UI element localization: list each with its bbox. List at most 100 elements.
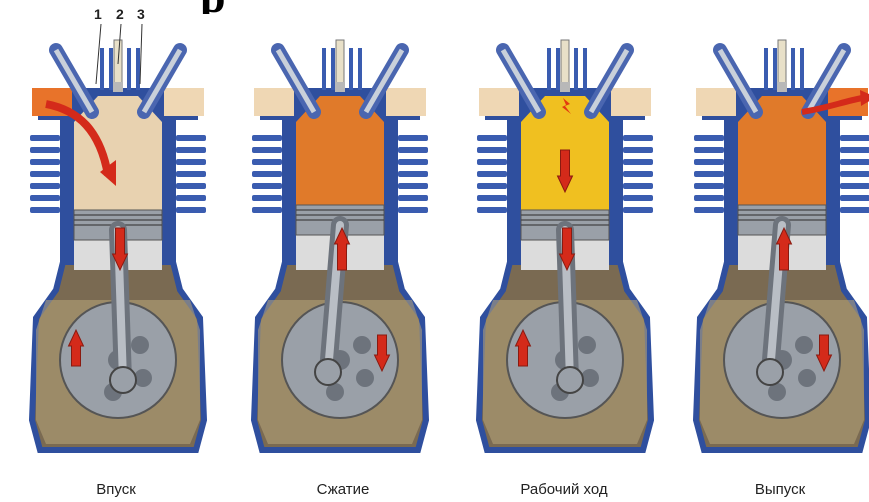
cooling-fin-left (252, 147, 282, 153)
crank-pin (557, 367, 583, 393)
intake-port (479, 88, 519, 116)
intake-port (254, 88, 294, 116)
engine-panel-1 (30, 40, 206, 450)
cooling-fin-right (398, 207, 428, 213)
cooling-fin-right (398, 195, 428, 201)
cooling-fin-left (252, 183, 282, 189)
cooling-fin-right (623, 195, 653, 201)
crank-counterweight-hole (798, 369, 816, 387)
cooling-fin-right (398, 159, 428, 165)
cooling-fin-left (477, 171, 507, 177)
head-fin (331, 48, 335, 90)
intake-port (696, 88, 736, 116)
cooling-fin-right (623, 147, 653, 153)
cooling-fin-right (623, 159, 653, 165)
cooling-fin-right (398, 171, 428, 177)
cooling-fin-left (30, 159, 60, 165)
crank-counterweight-hole (131, 336, 149, 354)
cooling-fin-left (30, 207, 60, 213)
cooling-fin-right (398, 135, 428, 141)
cooling-fin-left (694, 171, 724, 177)
caption-compression: Сжатие (317, 481, 370, 498)
cooling-fin-right (840, 195, 869, 201)
cooling-fin-right (176, 183, 206, 189)
exhaust-port (611, 88, 651, 116)
cooling-fin-right (398, 183, 428, 189)
head-fin (349, 48, 353, 90)
spark-plug-base (777, 82, 787, 92)
cooling-fin-right (176, 195, 206, 201)
spark-plug-base (113, 82, 123, 92)
head-fin (791, 48, 795, 90)
engine-panel-3 (477, 40, 653, 450)
cooling-fin-left (252, 171, 282, 177)
cooling-fin-right (176, 207, 206, 213)
head-fin (800, 48, 804, 90)
crank-pin (315, 359, 341, 385)
cooling-fin-right (840, 183, 869, 189)
engine-panel-2 (252, 40, 428, 450)
cooling-fin-left (30, 183, 60, 189)
cooling-fin-left (252, 195, 282, 201)
head-fin (136, 48, 140, 90)
caption-exhaust: Выпуск (755, 481, 805, 498)
cooling-fin-right (176, 135, 206, 141)
crank-counterweight-hole (353, 336, 371, 354)
cooling-fin-right (840, 147, 869, 153)
cooling-fin-left (252, 207, 282, 213)
cooling-fin-right (398, 147, 428, 153)
engine-panel-4 (694, 40, 869, 450)
cooling-fin-left (477, 195, 507, 201)
cooling-fin-left (477, 207, 507, 213)
cooling-fin-left (477, 135, 507, 141)
crank-counterweight-hole (578, 336, 596, 354)
spark-plug-base (560, 82, 570, 92)
head-fin (322, 48, 326, 90)
head-fin (109, 48, 113, 90)
crank-pin (110, 367, 136, 393)
crank-counterweight-hole (356, 369, 374, 387)
cooling-fin-left (694, 159, 724, 165)
cooling-fin-left (477, 147, 507, 153)
exhaust-port (386, 88, 426, 116)
cooling-fin-left (30, 171, 60, 177)
combustion-chamber (738, 120, 826, 205)
head-fin (358, 48, 362, 90)
cooling-fin-right (176, 147, 206, 153)
cooling-fin-left (30, 195, 60, 201)
cooling-fin-right (176, 171, 206, 177)
cooling-fin-right (623, 171, 653, 177)
cooling-fin-right (840, 159, 869, 165)
crank-counterweight-hole (795, 336, 813, 354)
exhaust-port (164, 88, 204, 116)
cooling-fin-left (694, 183, 724, 189)
part-leader-line-3 (140, 24, 142, 84)
head-fin (773, 48, 777, 90)
head-fin (764, 48, 768, 90)
head-fin (100, 48, 104, 90)
spark-plug-base (335, 82, 345, 92)
head-fin (574, 48, 578, 90)
cooling-fin-right (623, 135, 653, 141)
head-fin (556, 48, 560, 90)
cooling-fin-left (252, 135, 282, 141)
cooling-fin-left (694, 135, 724, 141)
combustion-chamber (296, 120, 384, 205)
cooling-fin-left (252, 159, 282, 165)
caption-intake: Впуск (96, 481, 136, 498)
head-fin (583, 48, 587, 90)
cooling-fin-left (477, 159, 507, 165)
cooling-fin-left (694, 195, 724, 201)
crank-pin (757, 359, 783, 385)
cooling-fin-left (30, 147, 60, 153)
cooling-fin-right (840, 207, 869, 213)
cooling-fin-right (623, 183, 653, 189)
cooling-fin-right (176, 159, 206, 165)
cooling-fin-right (623, 207, 653, 213)
cooling-fin-left (477, 183, 507, 189)
cooling-fin-right (840, 135, 869, 141)
cooling-fin-left (694, 207, 724, 213)
head-fin (547, 48, 551, 90)
head-fin (127, 48, 131, 90)
